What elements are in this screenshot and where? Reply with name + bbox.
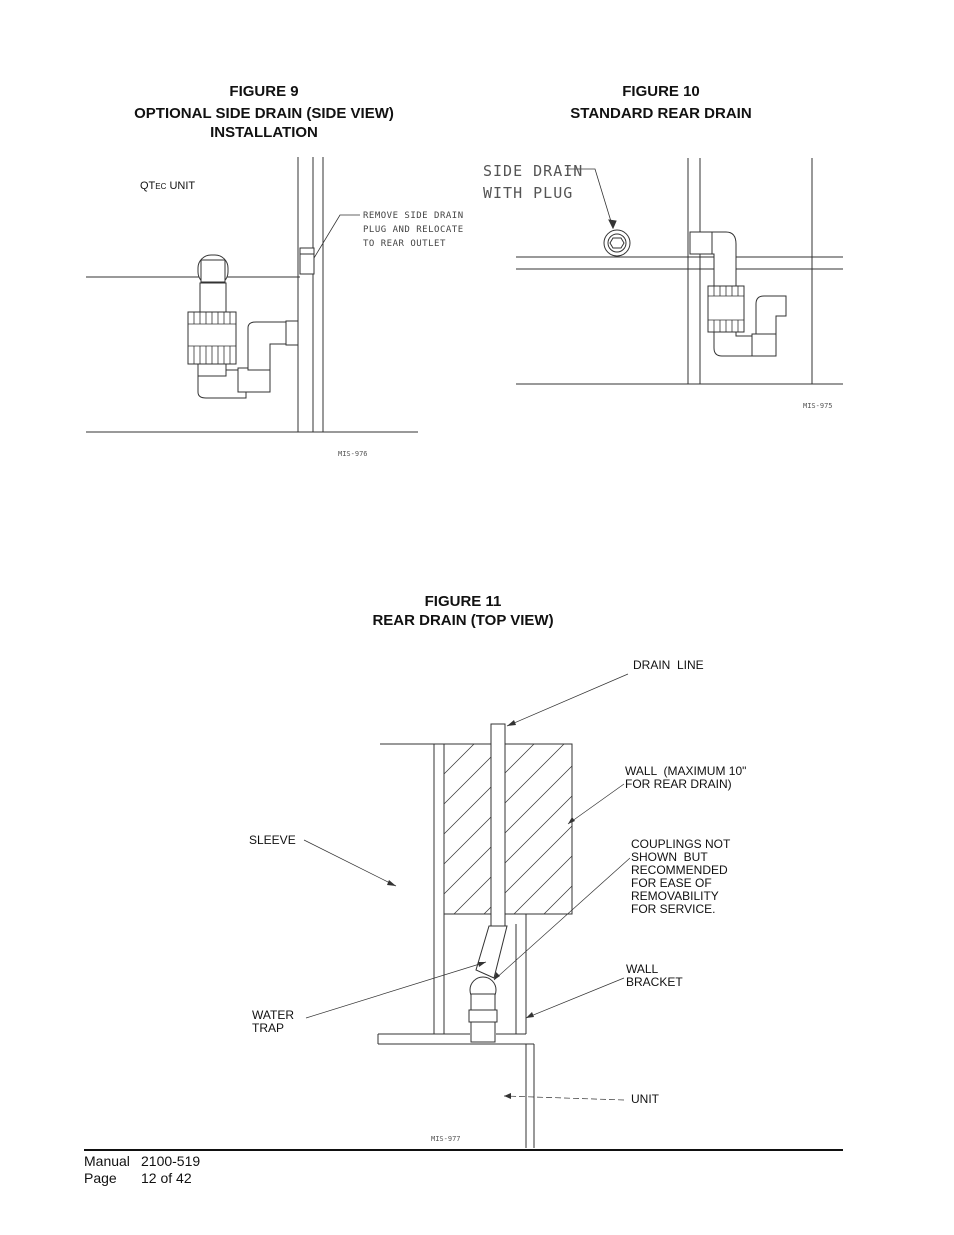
figure10-note: SIDE DRAIN WITH PLUG [483,162,584,202]
figure9-title: FIGURE 9 [229,83,299,100]
figure10-title: FIGURE 10 [622,83,700,100]
figure10-caption: FIGURE 10 STANDARD REAR DRAIN [530,82,792,123]
figure11-sleeve-label: SLEEVE [249,833,296,847]
figure11-wall-bracket-label: WALL BRACKET [626,962,683,989]
figure11-drawing [303,673,631,1148]
footer-page: Page 12 of 42 [84,1170,192,1187]
footer-manual-value: 2100-519 [141,1153,201,1169]
figure9-unit-ec: EC [155,182,167,191]
figure9-unit-label: QTEC UNIT [140,180,195,193]
footer-page-label: Page [84,1170,117,1186]
figure9-caption: FIGURE 9 OPTIONAL SIDE DRAIN (SIDE VIEW)… [94,82,434,142]
figure9-drawing [86,157,418,433]
figure9-unit-qt: QT [140,180,156,192]
figure11-water-trap-label: WATER TRAP [252,1008,294,1035]
figure11-caption: FIGURE 11 REAR DRAIN (TOP VIEW) [322,592,604,630]
figure11-title: FIGURE 11 [424,593,502,610]
figure11-drawing-id: MIS-977 [431,1135,461,1143]
figure9-unit-rest: UNIT [166,180,196,192]
figure9-caption-line1: OPTIONAL SIDE DRAIN (SIDE VIEW) [134,105,394,122]
figure11-wall-label: WALL (MAXIMUM 10" FOR REAR DRAIN) [625,764,747,791]
figure9-caption-line2: INSTALLATION [210,124,318,141]
figure11-drain-line-label: DRAIN LINE [633,658,704,672]
footer-page-value: 12 of 42 [141,1170,192,1186]
footer-manual-label: Manual [84,1153,130,1169]
figure10-caption-text: STANDARD REAR DRAIN [570,105,752,122]
figure10-drawing [516,158,843,385]
figure11-unit-label: UNIT [631,1092,659,1106]
footer-manual: Manual 2100-519 [84,1153,200,1170]
figure11-caption-text: REAR DRAIN (TOP VIEW) [372,612,554,629]
figure9-drawing-id: MIS-976 [338,450,368,458]
figure11-couplings-label: COUPLINGS NOT SHOWN BUT RECOMMENDED FOR … [631,837,731,916]
figure10-drawing-id: MIS-975 [803,402,833,410]
figure9-note: REMOVE SIDE DRAIN PLUG AND RELOCATE TO R… [363,211,464,249]
